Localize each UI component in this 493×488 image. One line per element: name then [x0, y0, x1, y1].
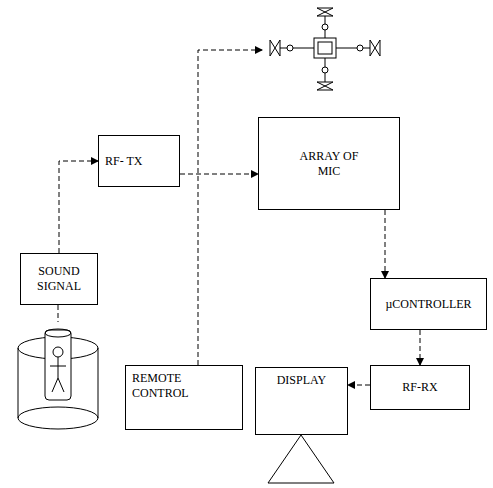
node-label: RF-RX: [402, 380, 437, 395]
dashed-arrow: [348, 385, 370, 386]
drone-symbol: [270, 8, 380, 90]
dashed-arrow: [180, 174, 258, 175]
node-label: µCONTROLLER: [385, 297, 471, 312]
dashed-arrow: [385, 210, 386, 278]
sound-source-symbol: [18, 305, 98, 429]
dashed-arrow: [420, 330, 421, 365]
process-box: RF- TX: [98, 135, 180, 187]
process-box: RF-RX: [370, 365, 470, 410]
node-label: REMOTE CONTROL: [132, 371, 202, 401]
node-label: SOUND SIGNAL: [27, 264, 91, 294]
process-box: REMOTE CONTROL: [125, 365, 243, 430]
process-box: µCONTROLLER: [370, 278, 487, 330]
dashed-arrow: [59, 161, 98, 253]
process-box: ARRAY OF MIC: [258, 117, 400, 210]
process-box: SOUND SIGNAL: [20, 253, 98, 305]
remote-link: [198, 50, 262, 365]
display-box: DISPLAY: [255, 367, 348, 435]
node-label: DISPLAY: [277, 373, 327, 388]
node-label: ARRAY OF MIC: [294, 149, 364, 179]
display-stand: [268, 435, 334, 483]
node-label: RF- TX: [105, 154, 142, 169]
